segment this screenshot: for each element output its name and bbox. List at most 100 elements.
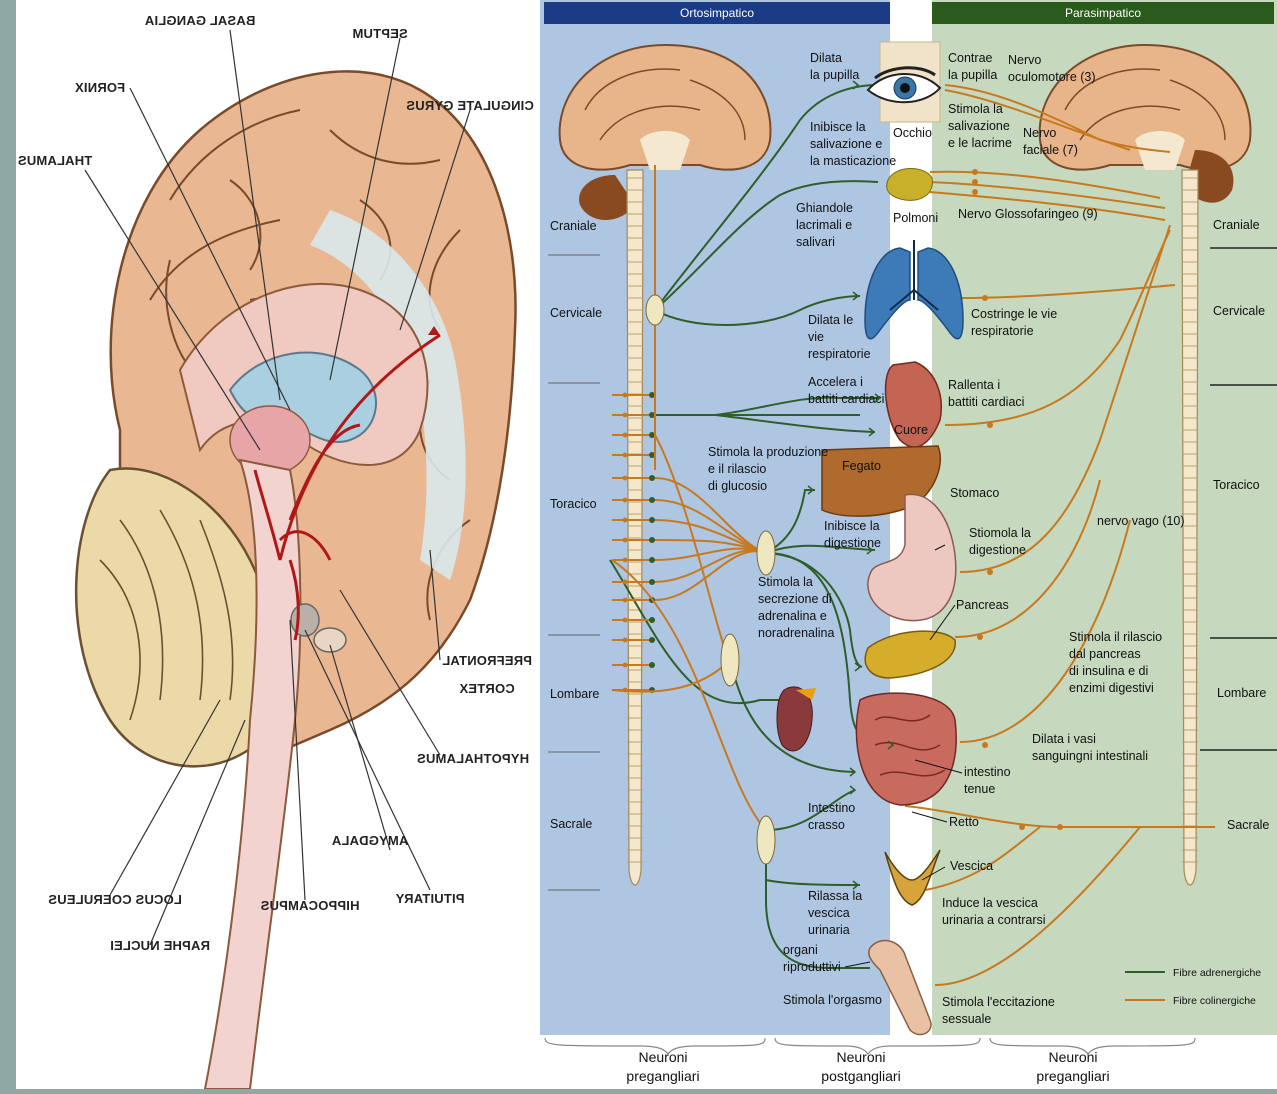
effect-inibisce-digestione: digestione: [824, 536, 881, 550]
effect-dilata-pupilla: Dilata: [810, 51, 842, 65]
region-right-cervicale: Cervicale: [1213, 304, 1265, 318]
footer-1-line2: pregangliari: [626, 1068, 699, 1084]
label-organi-riproduttivi: riproduttivi: [783, 960, 841, 974]
effect-pancreas: enzimi digestivi: [1069, 681, 1154, 695]
label-raphe-nuclei: RAPHE NUCLEI: [110, 938, 210, 953]
label-nervo-faciale: Nervo: [1023, 126, 1056, 140]
footer-2-line2: postgangliari: [821, 1068, 900, 1084]
region-right-toracico: Toracico: [1213, 478, 1260, 492]
label-hippocampus: HIPPOCAMPUS: [260, 898, 359, 913]
effect-dilata-vasi: Dilata i vasi: [1032, 732, 1096, 746]
effect-accelera: battiti cardiaci: [808, 392, 884, 406]
ortho-spinal-cord: [627, 170, 643, 885]
footer-3-line2: pregangliari: [1036, 1068, 1109, 1084]
effect-costringe: Costringe le vie: [971, 307, 1057, 321]
label-basal-ganglia: BASAL GANGLIA: [144, 13, 255, 28]
label-organi-riproduttivi: organi: [783, 943, 818, 957]
legend-label-adrenergic: Fibre adrenergiche: [1173, 967, 1261, 979]
label-thalamus: THALAMUS: [18, 153, 93, 168]
effect-vescica-contrarsi: Induce la vescica: [942, 896, 1038, 910]
organ-label-1: Polmoni: [893, 211, 938, 225]
effect-pancreas: dal pancreas: [1069, 647, 1141, 661]
effect-pancreas: di insulina e di: [1069, 664, 1148, 678]
footer-1-line1: Neuroni: [638, 1049, 687, 1065]
effect-inibisce-digestione: Inibisce la: [824, 519, 880, 533]
legend-label-cholinergic: Fibre colinergiche: [1173, 995, 1256, 1007]
label-fornix: FORNIX: [75, 80, 125, 95]
label-intestino-crasso: Intestino: [808, 801, 855, 815]
effect-adrenalina: Stimola la: [758, 575, 813, 589]
effect-rallenta: Rallenta i: [948, 378, 1000, 392]
region-left-cervicale: Cervicale: [550, 306, 602, 320]
region-left-toracico: Toracico: [550, 497, 597, 511]
label-nervo-faciale: faciale (7): [1023, 143, 1078, 157]
organ-label-8: Retto: [949, 815, 979, 829]
amygdala-shape: [314, 628, 346, 652]
effect-adrenalina: secrezione di: [758, 592, 832, 606]
effect-inibisce-salivazione: la masticazione: [810, 154, 896, 168]
label-nervo-oculomotore: Nervo: [1008, 53, 1041, 67]
effect-stimola-salivazione: Stimola la: [948, 102, 1003, 116]
label-amygdala: AMYGDALA: [331, 833, 408, 848]
effect-vescica-contrarsi: urinaria a contrarsi: [942, 913, 1046, 927]
effect-rallenta: battiti cardiaci: [948, 395, 1024, 409]
effect-contrae-pupilla: Contrae: [948, 51, 993, 65]
effect-orgasmo: Stimola l'orgasmo: [783, 993, 882, 1007]
label-prefrontal: PREFRONTAL: [442, 653, 532, 668]
effect-adrenalina: noradrenalina: [758, 626, 834, 640]
label-cortex: CORTEX: [459, 681, 515, 696]
organ-label-3: Fegato: [842, 459, 881, 473]
effect-glucosio: Stimola la produzione: [708, 445, 828, 459]
label-locus-coeruleus: LOCUS COERULEUS: [48, 892, 182, 907]
region-right-lombare: Lombare: [1217, 686, 1266, 700]
footer-3-line1: Neuroni: [1048, 1049, 1097, 1065]
effect-accelera: Accelera i: [808, 375, 863, 389]
effect-dilata-vie: respiratorie: [808, 347, 871, 361]
effect-inibisce-salivazione: salivazione e: [810, 137, 882, 151]
effect-dilata-pupilla: la pupilla: [810, 68, 859, 82]
effect-contrae-pupilla: la pupilla: [948, 68, 997, 82]
effect-dilata-vie: vie: [808, 330, 824, 344]
region-left-craniale: Craniale: [550, 219, 597, 233]
label-ghiandole: salivari: [796, 235, 835, 249]
effect-stimola-salivazione: salivazione: [948, 119, 1010, 133]
effect-rilassa-vescica: Rilassa la: [808, 889, 862, 903]
footer-2-line1: Neuroni: [836, 1049, 885, 1065]
effect-rilassa-vescica: urinaria: [808, 923, 850, 937]
region-right-sacrale: Sacrale: [1227, 818, 1269, 832]
organ-label-6: intestino: [964, 765, 1011, 779]
effect-eccitazione: sessuale: [942, 1012, 991, 1026]
organ-label-7: tenue: [964, 782, 995, 796]
effect-dilata-vasi: sanguingni intestinali: [1032, 749, 1148, 763]
effect-pancreas: Stimola il rilascio: [1069, 630, 1162, 644]
label-pituitary: PITUITARY: [395, 891, 464, 906]
label-nervo-oculomotore: oculomotore (3): [1008, 70, 1096, 84]
effect-adrenalina: adrenalina e: [758, 609, 827, 623]
effect-inibisce-salivazione: Inibisce la: [810, 120, 866, 134]
effect-stiomola-digestione: Stiomola la: [969, 526, 1031, 540]
label-septum: SEPTUM: [352, 26, 407, 41]
label-intestino-crasso: crasso: [808, 818, 845, 832]
effect-stiomola-digestione: digestione: [969, 543, 1026, 557]
effect-rilassa-vescica: vescica: [808, 906, 850, 920]
label-cingulate-gyrus: CINGULATE GYRUS: [406, 98, 534, 113]
organ-label-0: Occhio: [893, 126, 932, 140]
effect-glucosio: e il rilascio: [708, 462, 766, 476]
region-left-lombare: Lombare: [550, 687, 599, 701]
para-header-label: Parasimpatico: [1065, 6, 1141, 20]
effect-costringe: respiratorie: [971, 324, 1034, 338]
label-nervo-glossofaringeo: Nervo Glossofaringeo (9): [958, 207, 1098, 221]
label-hypothalamus: HYPOTHALAMUS: [417, 751, 529, 766]
organ-label-2: Cuore: [894, 423, 928, 437]
organ-label-5: Pancreas: [956, 598, 1009, 612]
label-nervo-vago: nervo vago (10): [1097, 514, 1185, 528]
salivary-gland-organ: [887, 168, 933, 200]
region-right-craniale: Craniale: [1213, 218, 1260, 232]
effect-dilata-vie: Dilata le: [808, 313, 853, 327]
label-ghiandole: lacrimali e: [796, 218, 852, 232]
organ-label-4: Stomaco: [950, 486, 999, 500]
label-ghiandole: Ghiandole: [796, 201, 853, 215]
effect-glucosio: di glucosio: [708, 479, 767, 493]
